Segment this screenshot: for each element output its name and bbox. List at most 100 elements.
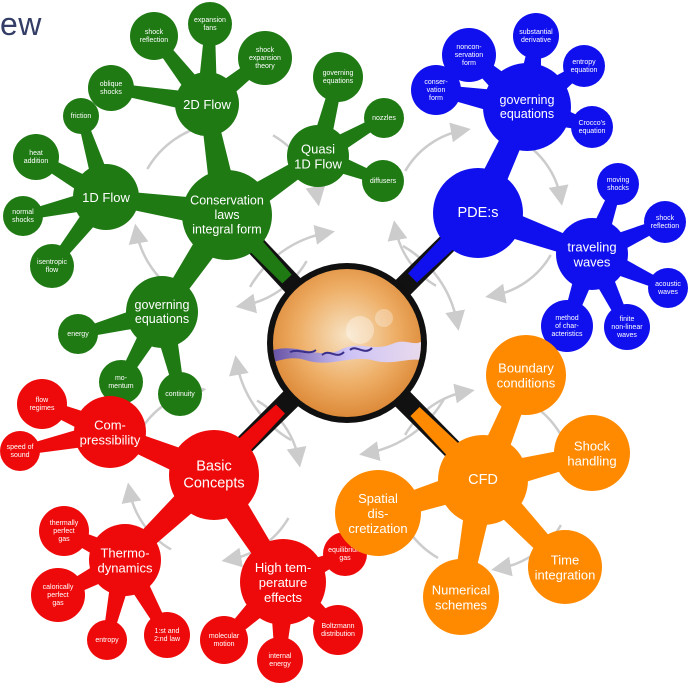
node-circle: [433, 168, 523, 258]
node-pdes: PDE:s: [433, 168, 523, 258]
node-circle: [31, 568, 85, 622]
node-circle: [188, 2, 232, 46]
node-circle: [483, 63, 571, 151]
node-circle: [240, 539, 326, 625]
node-circle: [335, 470, 421, 556]
node-circle: [528, 530, 602, 604]
node-circle: [0, 431, 40, 471]
node-label: diffusers: [370, 178, 397, 185]
node-circle: [200, 616, 248, 664]
node-circle: [182, 170, 272, 260]
node-circle: [30, 244, 74, 288]
node-circle: [257, 637, 303, 683]
node-circle: [364, 98, 404, 138]
node-cfd: CFD: [438, 435, 528, 525]
node-circle: [126, 276, 198, 348]
node-circle: [604, 304, 650, 350]
node-diffusers: diffusers: [362, 160, 404, 202]
node-label: nozzles: [372, 115, 396, 122]
node-label: 1D Flow: [82, 190, 130, 205]
node-entropy_r: entropy: [87, 620, 127, 660]
node-circle: [563, 45, 605, 87]
node-circle: [597, 163, 639, 205]
node-circle: [313, 52, 363, 102]
node-label: mo-mentum: [108, 374, 133, 389]
node-circle: [513, 13, 559, 59]
node-circle: [411, 65, 461, 115]
node-circle: [644, 201, 686, 243]
node-circle: [556, 218, 628, 290]
node-circle: [39, 506, 89, 556]
node-circle: [99, 360, 143, 404]
center-image: [267, 263, 427, 423]
node-circle: [58, 314, 98, 354]
node-friction: friction: [63, 98, 99, 134]
node-circle: [130, 12, 178, 60]
node-circle: [13, 134, 59, 180]
node-circle: [74, 396, 146, 468]
node-circle: [423, 559, 499, 635]
node-momentum: mo-mentum: [99, 360, 143, 404]
node-circle: [169, 430, 259, 520]
node-circle: [486, 335, 566, 415]
node-circle: [313, 605, 363, 655]
node-circle: [73, 164, 139, 230]
node-label: entropy: [95, 637, 119, 644]
node-label: energy: [67, 331, 89, 338]
node-circle: [3, 196, 43, 236]
node-energy: energy: [58, 314, 98, 354]
